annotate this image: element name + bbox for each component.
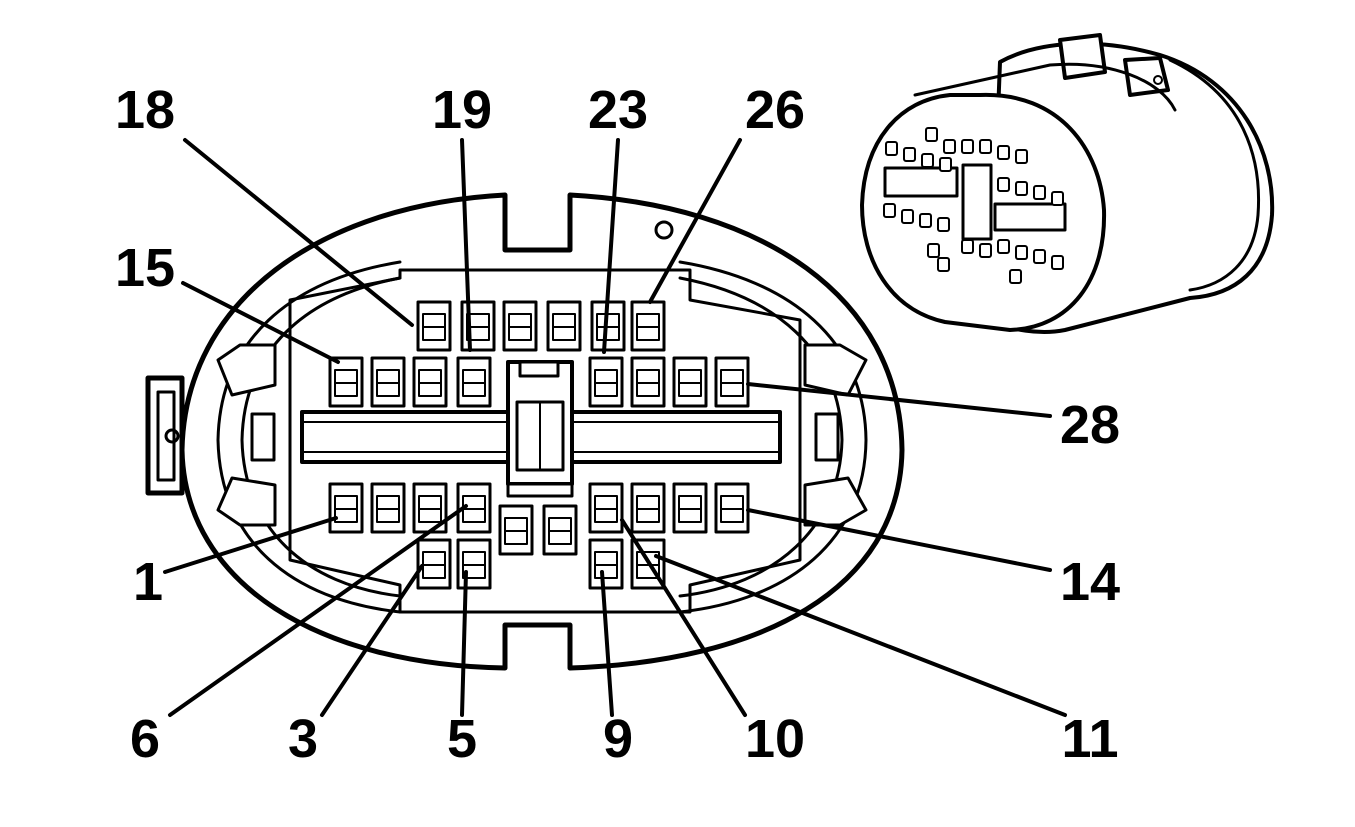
leader-line-6 <box>746 382 1052 418</box>
inset-pin-25 <box>927 243 940 258</box>
cavity-25 <box>416 538 452 590</box>
pin-label-10: 10 <box>745 709 805 769</box>
pin-label-26: 26 <box>745 80 805 140</box>
pin-label-11: 11 <box>1061 709 1118 769</box>
cavity-14 <box>714 356 750 408</box>
cavity-13 <box>672 356 708 408</box>
inset-pin-14 <box>1051 191 1064 206</box>
pin-label-18: 18 <box>115 80 175 140</box>
cavity-26 <box>456 538 492 590</box>
terminal-cavities <box>328 300 750 590</box>
inset-pin-6 <box>1015 149 1028 164</box>
inset-pin-7 <box>885 141 898 156</box>
cavity-27 <box>588 538 624 590</box>
callout-leaders <box>163 138 1067 717</box>
inset-pin-11 <box>997 177 1010 192</box>
inset-pin-24 <box>1051 255 1064 270</box>
cavity-21 <box>672 482 708 534</box>
pin-label-6: 6 <box>130 709 160 769</box>
inset-pins <box>883 127 1064 284</box>
cavity-7 <box>328 356 364 408</box>
inset-pin-21 <box>997 239 1010 254</box>
pin-label-15: 15 <box>115 238 175 298</box>
leader-line-11 <box>460 570 468 717</box>
leader-line-10 <box>320 564 424 717</box>
leader-line-3 <box>602 138 620 354</box>
inset-pin-15 <box>883 203 896 218</box>
leader-line-7 <box>163 516 338 574</box>
cavity-19 <box>588 482 624 534</box>
cavity-16 <box>370 482 406 534</box>
inset-pin-22 <box>1015 245 1028 260</box>
inset-pin-3 <box>961 139 974 154</box>
inset-pin-9 <box>921 153 934 168</box>
cavity-20 <box>630 482 666 534</box>
pin-label-28: 28 <box>1060 395 1120 455</box>
pin-label-3: 3 <box>288 709 318 769</box>
cavity-1 <box>416 300 452 352</box>
connector-face <box>145 192 905 671</box>
inset-pin-19 <box>961 239 974 254</box>
leader-line-1 <box>183 138 414 327</box>
leader-line-9 <box>168 504 468 717</box>
pin-label-1: 1 <box>133 552 163 612</box>
inset-pin-27 <box>1009 269 1022 284</box>
inset-pin-18 <box>937 217 950 232</box>
cavity-9 <box>412 356 448 408</box>
inset-pin-2 <box>943 139 956 154</box>
inset-pin-5 <box>997 145 1010 160</box>
cavity-12 <box>630 356 666 408</box>
cavity-24 <box>542 504 578 556</box>
cavity-23 <box>498 504 534 556</box>
cavity-4 <box>546 300 582 352</box>
pin-label-19: 19 <box>432 80 492 140</box>
leader-line-5 <box>181 281 340 364</box>
leader-line-12 <box>600 570 614 717</box>
inset-pin-26 <box>937 257 950 272</box>
inset-pin-17 <box>919 213 932 228</box>
pin-label-14: 14 <box>1060 552 1120 612</box>
cavity-11 <box>588 356 624 408</box>
cavity-3 <box>502 300 538 352</box>
pin-label-23: 23 <box>588 80 648 140</box>
cavity-22 <box>714 482 750 534</box>
inset-pin-20 <box>979 243 992 258</box>
inset-pin-4 <box>979 139 992 154</box>
pin-label-5: 5 <box>447 709 477 769</box>
cavity-18 <box>456 482 492 534</box>
cavity-8 <box>370 356 406 408</box>
leader-line-14 <box>654 554 1067 717</box>
leader-line-8 <box>746 508 1052 572</box>
inset-pin-13 <box>1033 185 1046 200</box>
inset-pin-23 <box>1033 249 1046 264</box>
inset-pin-10 <box>939 157 952 172</box>
inset-pin-12 <box>1015 181 1028 196</box>
leader-line-13 <box>620 518 747 717</box>
leader-line-4 <box>648 138 742 304</box>
leader-line-2 <box>460 138 472 352</box>
inset-pin-16 <box>901 209 914 224</box>
cavity-15 <box>328 482 364 534</box>
inset-pin-1 <box>925 127 938 142</box>
pin-labels: 18 19 23 26 15 28 1 14 6 3 5 9 10 11 <box>115 80 1120 769</box>
connector-inset-view <box>860 33 1275 334</box>
cavity-6 <box>630 300 666 352</box>
pin-label-9: 9 <box>603 709 633 769</box>
inset-pin-8 <box>903 147 916 162</box>
cavity-10 <box>456 356 492 408</box>
